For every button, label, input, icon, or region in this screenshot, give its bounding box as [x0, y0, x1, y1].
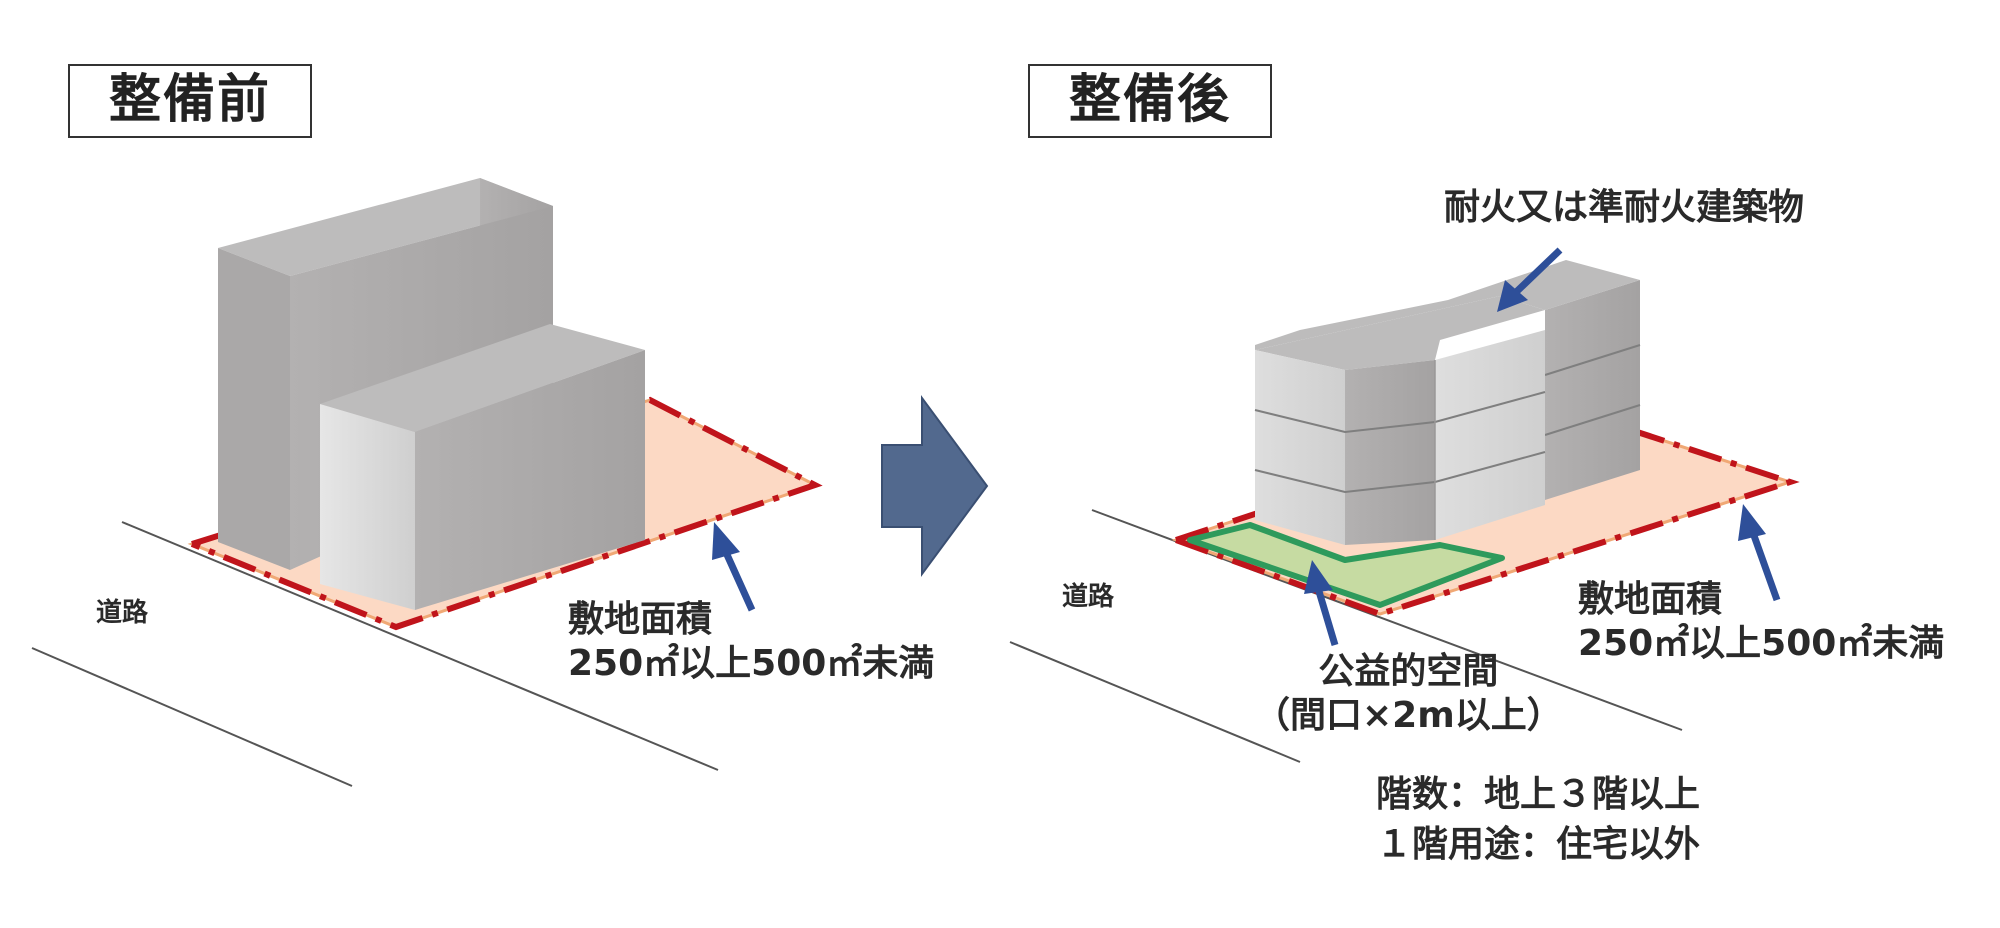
after-public-space-detail: （間口×2m以上） — [1254, 695, 1563, 736]
before-site-area-label: 敷地面積 250㎡以上500㎡未満 — [568, 598, 934, 686]
before-road — [31, 521, 719, 787]
after-public-space-label: 公益的空間 （間口×2m以上） — [1254, 650, 1563, 738]
after-site-area-title: 敷地面積 — [1578, 579, 1723, 620]
after-building-arrow — [1497, 247, 1563, 312]
after-building-label: 耐火又は準耐火建築物 — [1444, 187, 1805, 228]
transition-arrow — [881, 394, 989, 578]
after-public-space-title: 公益的空間 — [1318, 651, 1499, 692]
after-floors-requirement: 階数：地上３階以上 — [1375, 774, 1700, 815]
after-site-arrow — [1738, 504, 1781, 602]
before-road-label: 道路 — [96, 598, 149, 628]
after-title: 整備後 — [1028, 64, 1272, 138]
after-building-main — [1254, 260, 1640, 545]
after-road-label: 道路 — [1062, 582, 1115, 612]
after-building-back-wing — [1544, 280, 1641, 500]
after-site-area-value: 250㎡以上500㎡未満 — [1578, 623, 1945, 664]
before-title: 整備前 — [68, 64, 312, 138]
before-site-arrow — [712, 522, 756, 612]
after-public-space-arrow — [1304, 560, 1339, 647]
before-site-area-title: 敷地面積 — [568, 599, 713, 640]
before-building-low — [320, 324, 645, 610]
after-requirements: 階数：地上３階以上 １階用途：住宅以外 — [1328, 770, 1748, 870]
after-site-area-label: 敷地面積 250㎡以上500㎡未満 — [1578, 578, 1944, 666]
after-first-floor-use: １階用途：住宅以外 — [1375, 824, 1700, 865]
before-site-area-value: 250㎡以上500㎡未満 — [568, 643, 935, 684]
after-public-space — [1187, 522, 1505, 608]
